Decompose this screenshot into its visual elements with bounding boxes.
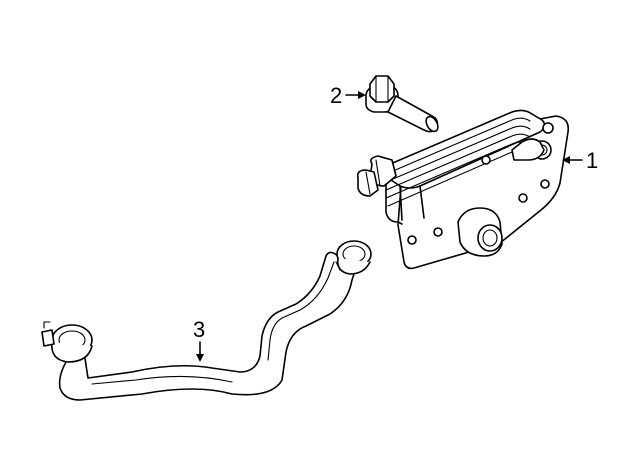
oil-cooler [356, 109, 570, 270]
hose [41, 240, 372, 401]
callout-2: 2 [330, 83, 366, 108]
bolt [365, 75, 439, 133]
callout-2-label: 2 [330, 83, 342, 108]
callout-1: 1 [562, 148, 598, 173]
callout-3: 3 [193, 317, 205, 362]
callout-1-label: 1 [586, 148, 598, 173]
callout-3-label: 3 [193, 317, 205, 342]
